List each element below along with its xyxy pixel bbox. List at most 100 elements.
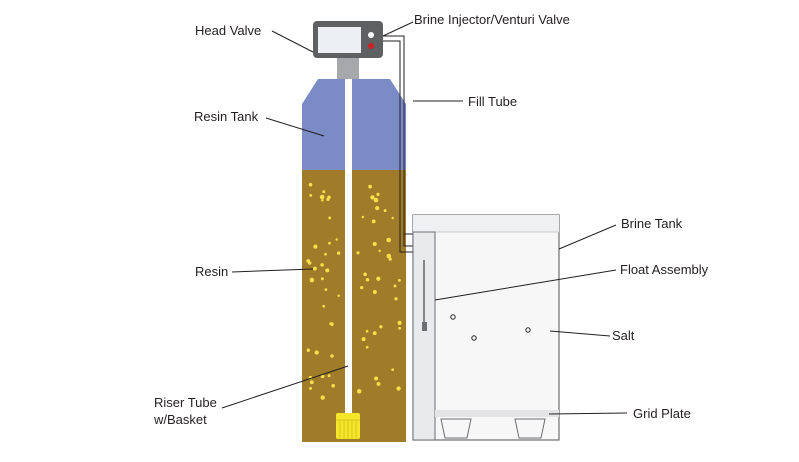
salt-grain (525, 327, 531, 333)
resin-bead (327, 374, 331, 378)
resin-bead (336, 251, 341, 255)
resin-bead (320, 277, 324, 281)
indicator-light-white (368, 32, 374, 38)
resin-bead (372, 241, 377, 247)
resin-bead (319, 194, 325, 200)
resin-bead (309, 277, 315, 283)
resin-bead (397, 278, 401, 282)
valve-neck (337, 56, 359, 79)
resin-bead (386, 237, 391, 243)
resin-bead (371, 219, 376, 224)
float-icon (422, 322, 427, 331)
resin-bead (312, 266, 317, 271)
resin-bead (365, 277, 370, 282)
resin-bead (386, 253, 392, 259)
label-salt: Salt (612, 328, 635, 343)
resin-bead (309, 194, 313, 197)
resin-bead (320, 374, 325, 379)
label-brine-injector: Brine Injector/Venturi Valve (414, 12, 570, 27)
grid-plate-foot (440, 418, 472, 439)
label-grid-plate: Grid Plate (633, 406, 691, 421)
label-head-valve: Head Valve (195, 23, 262, 38)
resin-bead (309, 386, 312, 390)
resin-bead (396, 386, 401, 391)
resin-beads (306, 182, 402, 400)
grid-plate (435, 410, 559, 417)
brine-tank-lid (413, 215, 559, 232)
resin-bead (373, 197, 379, 203)
resin-bead (378, 249, 381, 253)
leader-grid-plate (548, 412, 628, 415)
resin-bead (313, 244, 318, 249)
resin-bead (322, 304, 326, 308)
label-resin-tank: Resin Tank (194, 109, 259, 124)
leader-float-assembly (434, 269, 617, 301)
resin-bead (326, 197, 330, 202)
resin-bead (365, 329, 369, 333)
indicator-light-red (368, 43, 374, 49)
resin-bead (335, 238, 338, 241)
resin-bead (376, 276, 381, 281)
resin-tank-top (302, 79, 406, 172)
resin-bead (331, 384, 336, 388)
label-resin: Resin (195, 264, 229, 279)
resin-bead (376, 192, 380, 196)
salt-grain (471, 335, 477, 341)
resin-bead (360, 285, 364, 290)
leader-lines (221, 21, 628, 415)
resin-bead (306, 348, 310, 352)
grid-plate-foot (514, 418, 546, 439)
leader-brine-injector (382, 21, 414, 37)
resin-bead (307, 261, 312, 265)
head-valve-screen (318, 27, 361, 53)
brine-well (412, 231, 436, 441)
resin-bead (379, 325, 383, 329)
resin-bead (372, 331, 377, 336)
resin-bead (321, 199, 324, 202)
resin-bead (324, 288, 328, 291)
resin-fill (302, 170, 406, 442)
resin-bead (397, 320, 402, 326)
resin-bead (356, 251, 360, 255)
resin-bead (325, 268, 330, 273)
brine-tank (412, 214, 560, 441)
resin-bead (394, 297, 398, 301)
label-brine-tank: Brine Tank (621, 216, 683, 231)
leader-brine-tank (558, 224, 617, 250)
resin-bead (337, 294, 340, 297)
resin-bead (356, 389, 362, 394)
resin-bead (398, 326, 401, 330)
resin-bead (388, 257, 392, 261)
resin-bead (391, 216, 394, 220)
label-fill-tube: Fill Tube (468, 94, 518, 109)
resin-bead (361, 215, 365, 219)
resin-bead (330, 354, 334, 358)
leader-head-valve (271, 30, 314, 53)
resin-bead (383, 209, 387, 213)
resin-bead (374, 376, 379, 381)
label-float-assembly: Float Assembly (620, 262, 709, 277)
resin-bead (368, 184, 372, 189)
riser-tube (345, 79, 352, 417)
salt-grain (450, 314, 456, 320)
resin-bead (393, 284, 397, 288)
resin-bead (391, 368, 395, 372)
label-riser-tube-line2: w/Basket (154, 412, 207, 427)
resin-bead (320, 395, 325, 400)
resin-bead (322, 190, 326, 194)
resin-bead (372, 290, 377, 294)
leader-resin (231, 268, 314, 273)
resin-bead (363, 272, 367, 277)
resin-bead (328, 241, 331, 245)
resin-bead (328, 216, 332, 220)
leader-riser-tube (221, 365, 349, 409)
resin-bead (314, 350, 319, 355)
resin-bead (361, 337, 366, 342)
resin-bead (365, 345, 369, 349)
riser-basket (336, 413, 360, 439)
leader-resin-tank (265, 117, 325, 137)
resin-bead (329, 322, 333, 326)
resin-bead (324, 252, 327, 256)
resin-bead (320, 263, 324, 267)
